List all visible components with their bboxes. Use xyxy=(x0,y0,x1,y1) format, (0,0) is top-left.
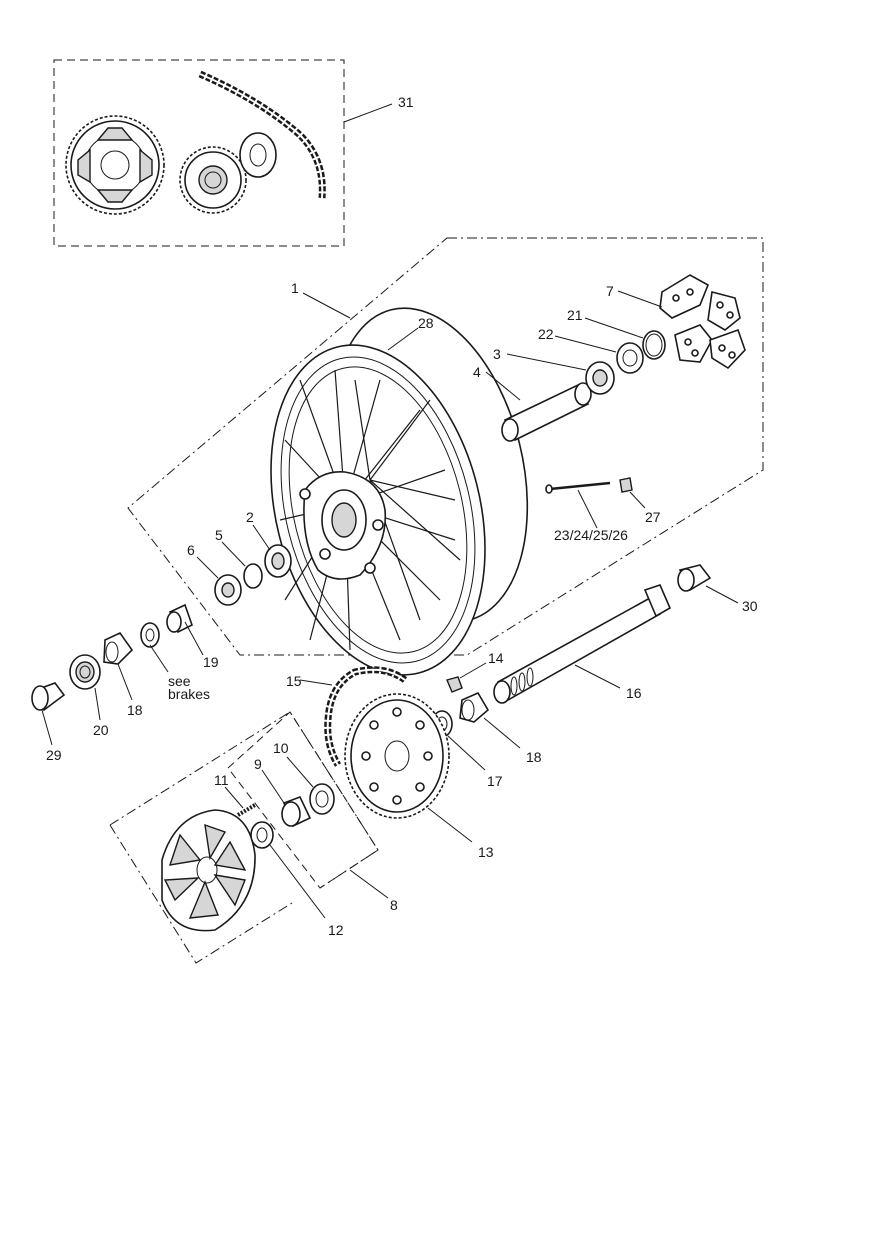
callout-20: 20 xyxy=(93,722,109,738)
bearing-22-icon xyxy=(616,342,644,374)
callout-15: 15 xyxy=(286,673,302,689)
rear-wheel-icon xyxy=(270,307,529,676)
callout-1: 1 xyxy=(291,280,299,296)
chain-sprocket-kit-group: 31 xyxy=(53,59,414,247)
leader-13 xyxy=(427,807,473,843)
leader-9 xyxy=(261,769,285,804)
callout-16: 16 xyxy=(626,685,642,701)
leader-23-26 xyxy=(577,489,598,529)
nut-14-icon xyxy=(446,676,463,693)
axle-16-icon xyxy=(493,584,672,704)
leader-18b xyxy=(483,717,521,749)
leader-22 xyxy=(554,335,617,353)
callout-13: 13 xyxy=(478,844,494,860)
callout-18b: 18 xyxy=(526,749,542,765)
callout-2: 2 xyxy=(246,509,254,525)
spacer-4-icon xyxy=(501,382,592,442)
kit-rear-sprocket-icon xyxy=(65,115,165,215)
leader-2 xyxy=(252,524,271,551)
leader-16 xyxy=(574,664,621,689)
kit-chain-icon xyxy=(198,70,326,199)
bearing-kit-outline xyxy=(227,711,379,889)
bearing-9-icon xyxy=(281,795,312,828)
leader-27 xyxy=(629,491,646,509)
bearing-3-icon xyxy=(585,361,615,395)
leader-11 xyxy=(224,786,244,809)
callout-14: 14 xyxy=(488,650,504,666)
see-label: see xyxy=(168,673,191,689)
chain-adjuster-18-right-icon xyxy=(459,691,490,723)
leader-29 xyxy=(41,709,53,746)
leader-6 xyxy=(196,556,219,579)
callout-28: 28 xyxy=(418,315,434,331)
wheel-assembly-outline xyxy=(127,237,764,656)
kit-washer-icon xyxy=(239,132,277,178)
spacer-19-icon xyxy=(140,603,193,648)
callout-23-26: 23/24/25/26 xyxy=(554,527,628,543)
circlip-5-icon xyxy=(243,563,263,589)
callout-22: 22 xyxy=(538,326,554,342)
callout-21: 21 xyxy=(567,307,583,323)
callout-6: 6 xyxy=(187,542,195,558)
leader-see-brakes xyxy=(149,644,169,673)
callout-27: 27 xyxy=(645,509,661,525)
callout-11: 11 xyxy=(214,772,229,788)
callout-12: 12 xyxy=(328,922,344,938)
leader-17 xyxy=(447,735,486,771)
cush-drive-rubbers-7-icon xyxy=(659,274,746,370)
leader-31 xyxy=(343,103,393,123)
cush-drive-hub-icon xyxy=(161,809,256,932)
leader-5 xyxy=(221,541,246,567)
leader-30 xyxy=(705,585,739,604)
bearing-2-icon xyxy=(264,544,292,578)
cush-drive-outline xyxy=(109,711,379,889)
callout-19: 19 xyxy=(203,654,219,670)
callout-7: 7 xyxy=(606,283,614,299)
callout-8: 8 xyxy=(390,897,398,913)
bearing-12-icon xyxy=(250,821,274,849)
spoke-and-nipple-icon xyxy=(545,477,633,494)
leader-1 xyxy=(302,292,351,319)
seal-6-icon xyxy=(214,574,242,606)
leader-18a xyxy=(117,663,133,701)
callout-30: 30 xyxy=(742,598,758,614)
callout-17: 17 xyxy=(487,773,503,789)
leader-15 xyxy=(299,679,333,686)
kit-dashed-box xyxy=(53,59,345,247)
callout-29: 29 xyxy=(46,747,62,763)
leader-19 xyxy=(184,621,204,656)
seal-10-icon xyxy=(309,783,335,815)
leader-20 xyxy=(94,687,101,721)
callout-10: 10 xyxy=(273,740,289,756)
cush-drive-outline-lower xyxy=(109,824,293,964)
chain-adjuster-18-left-icon xyxy=(103,631,134,665)
leader-8 xyxy=(349,869,389,899)
spring-11-icon xyxy=(236,803,257,817)
callout-4: 4 xyxy=(473,364,481,380)
callout-18a: 18 xyxy=(127,702,143,718)
cap-29-icon xyxy=(31,682,66,712)
leader-28 xyxy=(387,327,419,351)
callout-3: 3 xyxy=(493,346,501,362)
leader-14 xyxy=(459,662,487,679)
leader-21 xyxy=(584,317,644,339)
callout-9: 9 xyxy=(254,756,262,772)
leader-10 xyxy=(286,756,314,788)
leader-4 xyxy=(485,371,521,401)
leader-3 xyxy=(506,353,587,371)
leader-12 xyxy=(269,844,326,919)
callout-31: 31 xyxy=(398,94,414,110)
brakes-label: brakes xyxy=(168,686,210,702)
leader-7 xyxy=(617,290,663,308)
kit-front-sprocket-icon xyxy=(179,146,247,214)
chain-15-icon xyxy=(324,666,408,767)
axle-nut-20-icon xyxy=(69,654,101,690)
callout-5: 5 xyxy=(215,527,223,543)
rear-sprocket-13-icon xyxy=(344,693,450,819)
cap-30-icon xyxy=(677,564,712,592)
o-ring-21-icon xyxy=(642,330,666,360)
